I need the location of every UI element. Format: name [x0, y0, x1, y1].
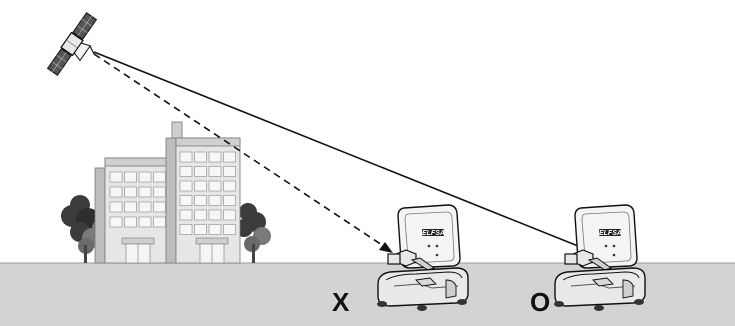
- antenna-clear: SELFSAT: [554, 204, 646, 311]
- building-window: [179, 209, 193, 221]
- building-window: [179, 180, 193, 192]
- building-window: [179, 195, 193, 206]
- building-window: [124, 216, 137, 228]
- building-window: [208, 209, 222, 221]
- svg-text:SELFSAT: SELFSAT: [417, 230, 449, 237]
- building-window: [138, 171, 152, 183]
- building-window: [194, 180, 207, 192]
- building-window: [208, 180, 222, 192]
- building-left-windows: [109, 171, 166, 228]
- building-window: [109, 171, 123, 183]
- blocked-signal-line: [93, 53, 386, 248]
- building-window: [194, 195, 207, 206]
- svg-text:SELFSAT: SELFSAT: [594, 230, 626, 237]
- building-window: [153, 186, 166, 198]
- building-window: [208, 224, 222, 235]
- building-window: [124, 201, 137, 213]
- building-window: [138, 201, 152, 213]
- signal-line-upper: [89, 45, 95, 55]
- building-window: [109, 186, 123, 198]
- building-window: [223, 166, 236, 177]
- building-window: [194, 224, 207, 235]
- building-window: [124, 171, 137, 183]
- antenna-body: SELFSAT: [554, 204, 646, 311]
- building-window: [223, 195, 236, 206]
- building-window: [109, 201, 123, 213]
- building-window: [124, 186, 137, 198]
- tree-group-right: [235, 203, 271, 263]
- building-window: [223, 224, 236, 235]
- blocked-signal-arrowhead: [379, 242, 393, 253]
- building-window: [109, 216, 123, 228]
- clear-signal-line: [93, 51, 589, 251]
- building-window: [194, 166, 207, 177]
- building-window: [179, 224, 193, 235]
- building-window: [194, 151, 207, 163]
- building-window: [179, 151, 193, 163]
- building-window: [153, 171, 166, 183]
- building-window: [223, 209, 236, 221]
- building-window: [223, 151, 236, 163]
- building-left: [94, 157, 169, 264]
- blocked-mark: X: [332, 287, 350, 317]
- building-window: [138, 216, 152, 228]
- building-window: [194, 209, 207, 221]
- building-right-windows: [179, 151, 236, 235]
- building-window: [223, 180, 236, 192]
- building-window: [179, 166, 193, 177]
- building-window: [208, 195, 222, 206]
- building-window: [208, 151, 222, 163]
- building-window: [138, 186, 152, 198]
- building-window: [153, 216, 166, 228]
- building-window: [153, 201, 166, 213]
- antenna-body: SELFSAT: [377, 204, 469, 311]
- building-window: [208, 166, 222, 177]
- clear-mark: O: [530, 287, 551, 317]
- building-right: [165, 121, 241, 264]
- satellite-icon: [46, 12, 98, 76]
- antenna-blocked: SELFSAT: [377, 204, 469, 311]
